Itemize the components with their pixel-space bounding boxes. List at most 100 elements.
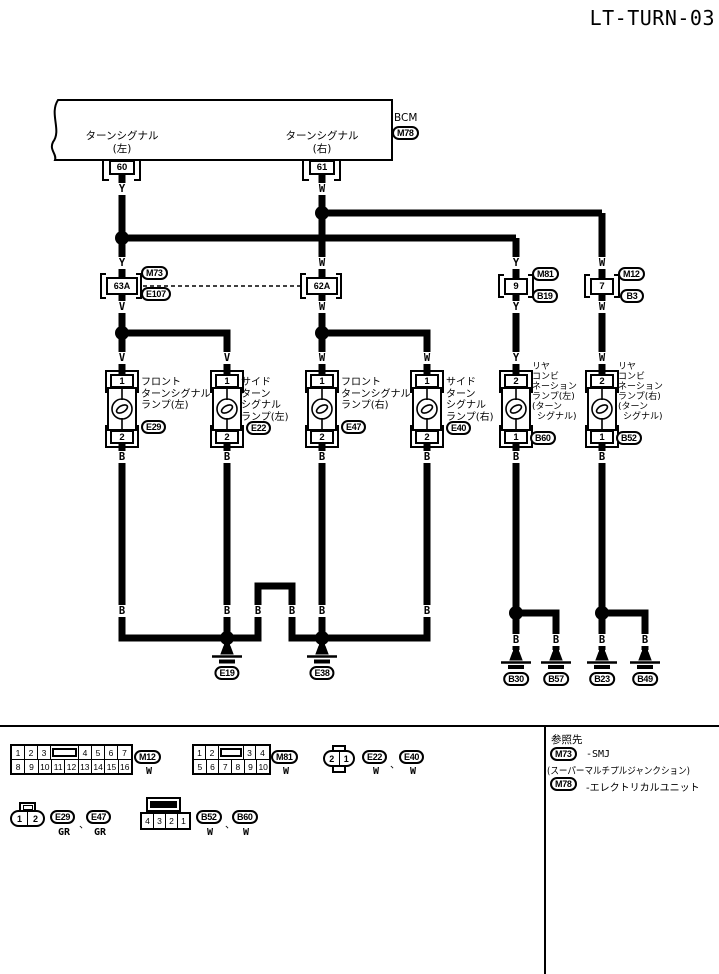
bcm-pin-60: 60: [109, 160, 135, 175]
ground-oval-b57: B57: [543, 672, 569, 686]
wire-label: W: [317, 352, 327, 364]
wire-label: V: [117, 352, 127, 364]
lamp-pin: 2: [110, 430, 134, 444]
wire-label: Y: [511, 301, 521, 313]
lamp-pin: 2: [415, 430, 439, 444]
connector-color: W: [206, 827, 214, 838]
wire-label: W: [597, 301, 607, 313]
comma: 、: [390, 760, 400, 771]
lamp-label-front-left: フロント ターンシグナル ランプ(左): [141, 377, 211, 411]
connector-color: GR: [93, 827, 107, 838]
pinout-e29-e47: 1 2: [10, 810, 45, 827]
lamp-label-side-left: サイド ターン シグナル ランプ(左): [241, 377, 289, 423]
pinout-m12: 1 2 3 4 5 6 7 8 9 10 11 12 13 14 15 16: [10, 744, 133, 775]
bcm-output-left-label: ターンシグナル: [85, 130, 159, 142]
connector-oval-m12-footer: M12: [134, 750, 161, 764]
wire-label: W: [317, 301, 327, 313]
connector-oval-e22-footer: E22: [362, 750, 388, 764]
connector-color: W: [242, 827, 250, 838]
ground-oval-e38: E38: [309, 666, 335, 680]
bcm-pin-61: 61: [309, 160, 335, 175]
comma: 、: [225, 820, 235, 831]
ground-oval-b23: B23: [589, 672, 615, 686]
connector-oval-m12: M12: [618, 267, 645, 281]
lamp-pin: 1: [415, 374, 439, 388]
wire-label: W: [597, 352, 607, 364]
connector-oval-e40-footer: E40: [399, 750, 425, 764]
wire-label: B: [222, 605, 232, 617]
connector-brackets: [100, 160, 620, 448]
wire-label: B: [287, 605, 297, 617]
connector-oval-b52-footer: B52: [196, 810, 222, 824]
wire-label: W: [422, 352, 432, 364]
connector-oval-e29: E29: [141, 420, 167, 434]
connector-oval-b60: B60: [530, 431, 556, 445]
lamp-pin: 1: [504, 430, 528, 444]
connector-oval-e47: E47: [341, 420, 367, 434]
lamp-pin: 1: [310, 374, 334, 388]
connector-oval-e40: E40: [446, 421, 472, 435]
connector-oval-e47-footer: E47: [86, 810, 112, 824]
wire-label: B: [511, 451, 521, 463]
wire-label: B: [511, 634, 521, 646]
lamp-pin: 2: [504, 374, 528, 388]
reference-oval-m78: M78: [550, 777, 577, 791]
reference-heading: 参照先: [551, 734, 583, 746]
lamp-pin: 2: [590, 374, 614, 388]
connector-oval-b52: B52: [616, 431, 642, 445]
connector-oval-b19: B19: [532, 289, 558, 303]
lamp-pin: 1: [215, 374, 239, 388]
ground-oval-b30: B30: [503, 672, 529, 686]
pinout-b52-b60: 4 3 2 1: [140, 812, 191, 830]
reference-text-unit: -エレクトリカルユニット: [586, 783, 700, 794]
lamp-pin: 2: [310, 430, 334, 444]
wire-label: B: [253, 605, 263, 617]
bcm-connector-oval: M78: [392, 126, 419, 140]
bcm-output-right-sub: (右): [312, 143, 332, 155]
smj-pin-63a: 63A: [106, 277, 138, 295]
reference-divider: [544, 727, 546, 974]
lamp-pin: 1: [590, 430, 614, 444]
connector-oval-e29-footer: E29: [50, 810, 76, 824]
wire-label: V: [222, 352, 232, 364]
pinout-m81: 1 2 3 4 5 6 7 8 9 10: [192, 744, 271, 775]
wire-label: Y: [511, 257, 521, 269]
ground-symbols: [212, 641, 660, 669]
connector-oval-e107: E107: [141, 287, 171, 301]
wire-label: B: [317, 451, 327, 463]
lamp-pin: 2: [215, 430, 239, 444]
wire-label: B: [422, 451, 432, 463]
lamp-label-front-right: フロント ターンシグナル ランプ(右): [341, 377, 411, 411]
junction-pin-9: 9: [504, 278, 528, 295]
reference-note: (スーパーマルチプルジャンクション): [547, 766, 690, 777]
bcm-name: BCM: [394, 112, 418, 124]
wire-label: B: [640, 634, 650, 646]
wire-label: B: [597, 634, 607, 646]
connector-oval-b3: B3: [620, 289, 644, 303]
connector-lock: [146, 797, 181, 812]
keyway: [219, 746, 244, 759]
pinout-e22-e40: 2 1: [323, 750, 355, 767]
connector-oval-e22: E22: [246, 421, 272, 435]
comma: 、: [79, 820, 89, 831]
lamp-pin: 1: [110, 374, 134, 388]
connector-color: GR: [57, 827, 71, 838]
wire-label: B: [551, 634, 561, 646]
smj-pin-62a: 62A: [306, 277, 338, 295]
connector-oval-m81: M81: [532, 267, 559, 281]
page-title: LT-TURN-03: [589, 6, 715, 30]
wire-label: B: [117, 605, 127, 617]
connector-color: W: [145, 766, 153, 777]
wire-label: B: [222, 451, 232, 463]
ground-oval-b49: B49: [632, 672, 658, 686]
keyway: [51, 746, 79, 759]
lamp-label-rear-right: リヤ コンビ ネーション ランプ(右) (ターン シグナル): [618, 362, 663, 422]
wire-label: V: [117, 301, 127, 313]
wire-label: B: [317, 605, 327, 617]
junction-dots: [115, 206, 609, 645]
bcm-output-left-sub: (左): [112, 143, 132, 155]
wire-label: W: [597, 257, 607, 269]
connector-oval-b60-footer: B60: [232, 810, 258, 824]
